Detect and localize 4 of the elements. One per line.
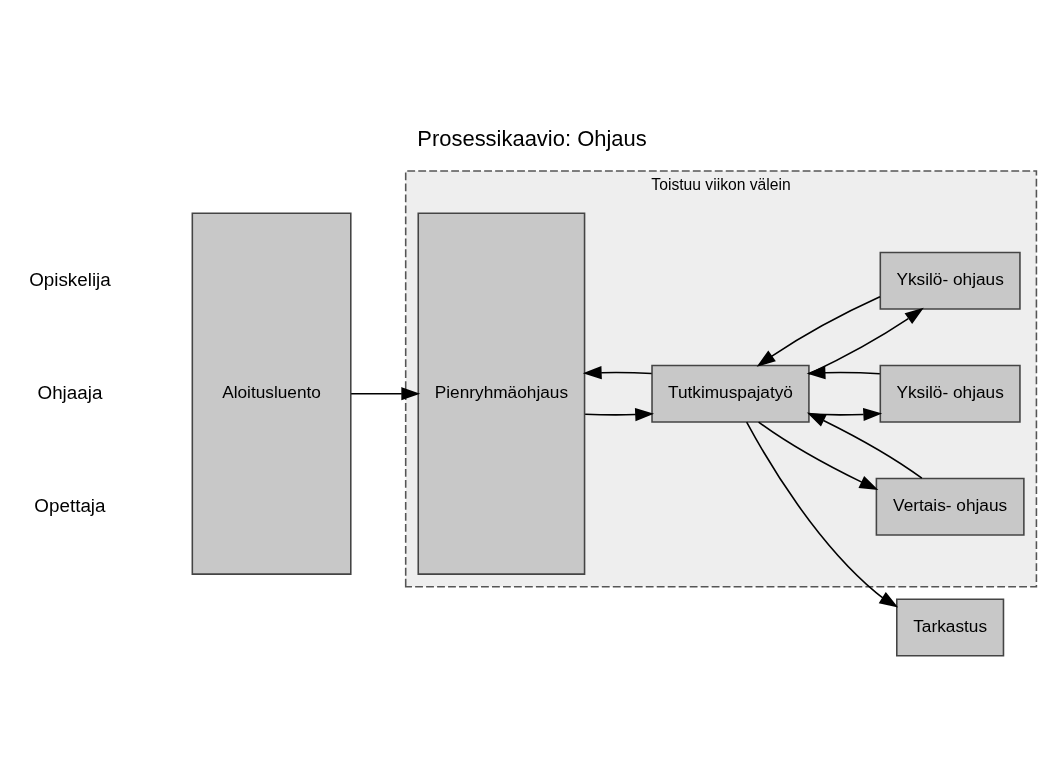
- label: Opiskelija: [29, 268, 111, 290]
- label: Opettaja: [34, 494, 106, 516]
- diagram-title: Prosessikaavio: Ohjaus: [417, 126, 647, 152]
- label: Ohjaaja: [37, 381, 103, 403]
